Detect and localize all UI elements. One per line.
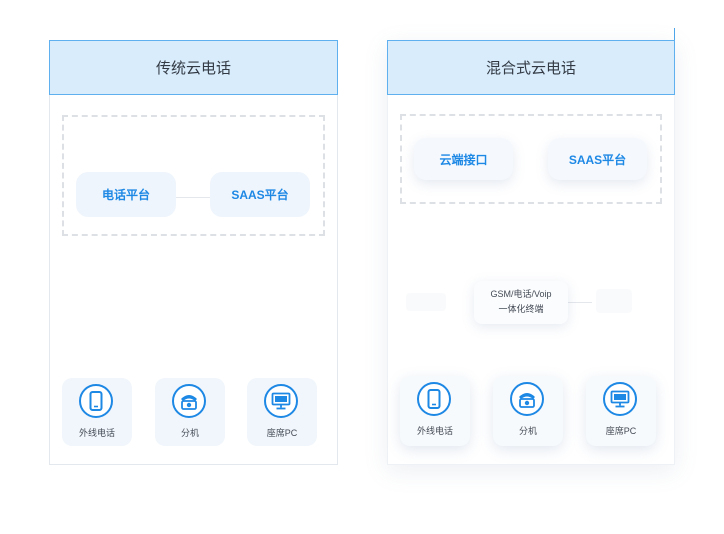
traditional-title: 传统云电话 <box>49 40 338 95</box>
desk-phone-icon <box>510 382 544 416</box>
desk-phone-icon <box>172 384 206 418</box>
device-label: 座席PC <box>266 428 298 438</box>
traditional-phone-platform: 电话平台 <box>76 172 176 217</box>
terminal-line-1: GSM/电话/Voip <box>490 289 552 299</box>
traditional-saas-platform: SAAS平台 <box>210 172 310 217</box>
platform-connector <box>175 197 210 198</box>
hybrid-panel: 混合式云电话 云端接口 SAAS平台 GSM/电话/Voip 一体化终端 外线电… <box>387 40 675 465</box>
device-label: 外线电话 <box>416 426 453 436</box>
hybrid-device-agent-pc: 座席PC <box>586 376 656 446</box>
accent-line <box>674 28 675 42</box>
pc-monitor-icon <box>603 382 637 416</box>
terminal-line-2: 一体化终端 <box>498 304 544 314</box>
hybrid-device-extension: 分机 <box>493 376 563 446</box>
hybrid-cloud-interface: 云端接口 <box>414 138 513 180</box>
traditional-device-agent-pc: 座席PC <box>247 378 317 446</box>
traditional-device-extension: 分机 <box>155 378 225 446</box>
device-label: 分机 <box>180 428 199 438</box>
pc-monitor-icon <box>264 384 298 418</box>
device-label: 外线电话 <box>78 428 115 438</box>
traditional-device-outside-phone: 外线电话 <box>62 378 132 446</box>
mobile-phone-icon <box>79 384 113 418</box>
device-label: 座席PC <box>605 426 637 436</box>
faint-ghost-shape <box>596 289 632 313</box>
hybrid-device-outside-phone: 外线电话 <box>400 376 470 446</box>
hybrid-title: 混合式云电话 <box>387 40 675 95</box>
terminal-connector <box>568 302 592 303</box>
integrated-terminal: GSM/电话/Voip 一体化终端 <box>474 281 568 324</box>
hybrid-saas-platform: SAAS平台 <box>548 138 647 180</box>
mobile-phone-icon <box>417 382 451 416</box>
device-label: 分机 <box>518 426 537 436</box>
hybrid-platform-group <box>400 114 662 204</box>
traditional-platform-group <box>62 115 325 236</box>
faint-ghost-shape <box>406 293 446 311</box>
traditional-panel: 传统云电话 电话平台 SAAS平台 外线电话 分机 <box>49 40 338 465</box>
